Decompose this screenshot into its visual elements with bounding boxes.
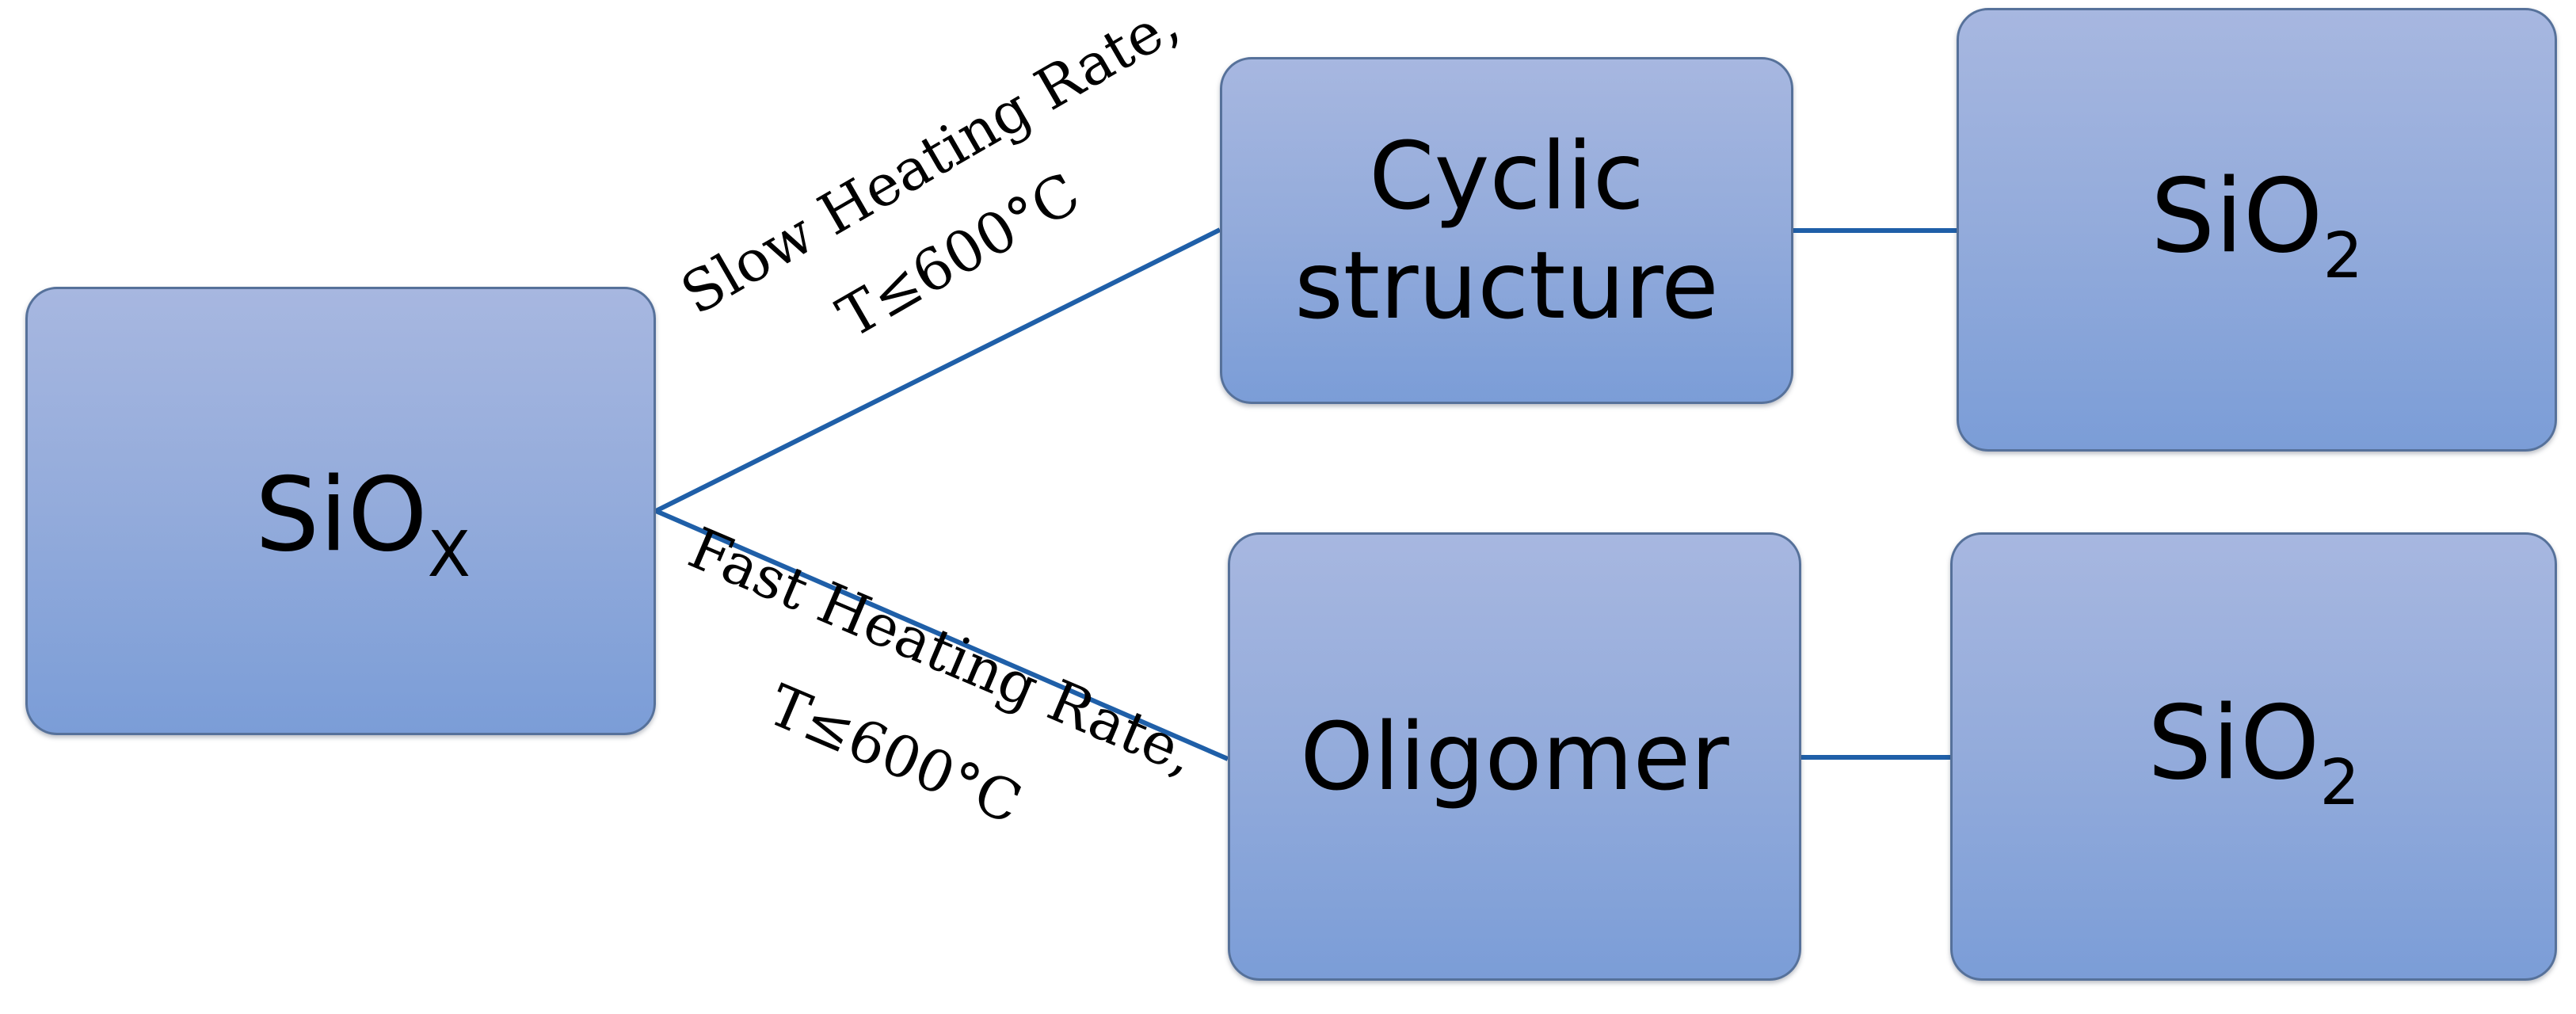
node-cyclic-label: Cyclic structure — [1294, 121, 1719, 340]
node-oligomer: Oligomer — [1228, 532, 1801, 981]
node-sio2-bottom-subscript: 2 — [2319, 745, 2361, 820]
edge-siox-to-oligomer — [654, 509, 1229, 761]
node-cyclic-line2: structure — [1294, 231, 1719, 340]
node-siox-subscript: X — [427, 517, 471, 592]
node-oligomer-label: Oligomer — [1300, 701, 1729, 811]
node-sio2-top-label: SiO2 — [2150, 158, 2363, 292]
node-cyclic-line1: Cyclic — [1369, 120, 1644, 231]
node-sio2-bottom-formula: SiO — [2147, 684, 2320, 803]
node-sio2-top: SiO2 — [1957, 8, 2557, 452]
node-siox: SiOX — [25, 287, 656, 735]
edge-siox-to-cyclic — [654, 227, 1221, 513]
node-sio2-bottom-label: SiO2 — [2147, 684, 2360, 819]
node-cyclic-structure: Cyclic structure — [1220, 57, 1793, 404]
node-sio2-top-formula: SiO — [2150, 158, 2323, 276]
node-siox-formula: SiO — [255, 456, 428, 575]
node-sio2-bottom: SiO2 — [1950, 532, 2557, 981]
node-siox-label: SiOX — [255, 456, 471, 591]
node-sio2-top-subscript: 2 — [2323, 219, 2364, 293]
